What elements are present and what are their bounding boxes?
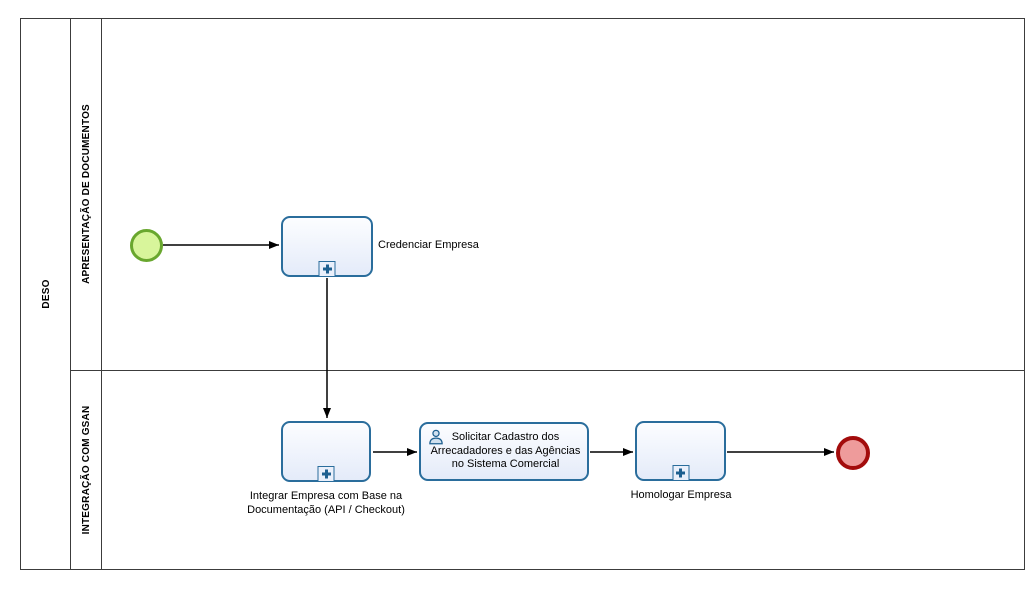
lane-label-integracao: INTEGRAÇÃO COM GSAN [80,405,92,535]
subprocess-plus-icon[interactable] [672,465,689,481]
lane-label-separator [101,18,103,570]
lane-divider [70,370,1025,372]
task-solicitar-cadastro[interactable]: Solicitar Cadastro dos Arrecadadores e d… [419,422,589,481]
task-integrar-label: Integrar Empresa com Base na Documentaçã… [247,490,405,516]
subprocess-plus-icon[interactable] [318,261,336,277]
task-integrar-empresa[interactable] [281,421,371,482]
task-credenciar-empresa[interactable] [281,216,373,277]
pool-deso [20,18,1025,570]
task-solicitar-label: Solicitar Cadastro dos Arrecadadores e d… [430,431,581,471]
pool-title-separator [70,18,72,570]
task-homologar-empresa[interactable] [635,421,726,481]
task-credenciar-label: Credenciar Empresa [378,239,479,251]
user-task-icon [429,429,443,445]
lane-label-apresentacao: APRESENTAÇÃO DE DOCUMENTOS [80,104,92,284]
end-event[interactable] [836,436,870,470]
pool-title-label: DESO [40,279,52,309]
task-homologar-label: Homologar Empresa [630,489,732,501]
start-event[interactable] [130,229,163,262]
subprocess-plus-icon[interactable] [317,466,335,482]
